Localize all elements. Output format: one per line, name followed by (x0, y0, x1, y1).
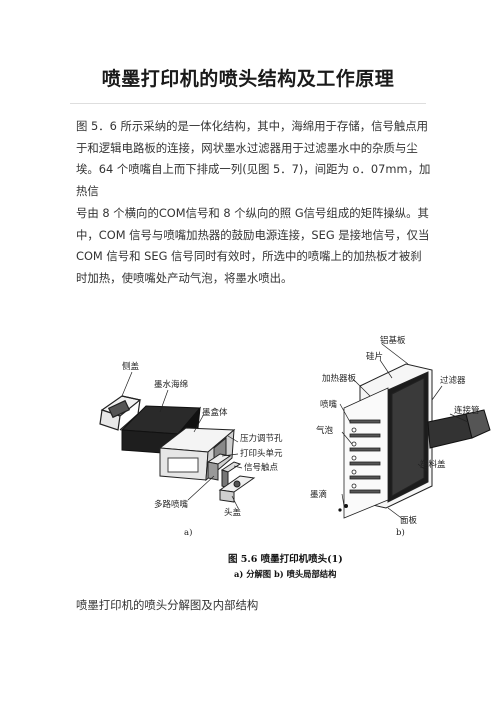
heater-plate-part (343, 387, 389, 519)
label-ink-drop: 墨滴 (310, 490, 328, 500)
label-signal-contact: 信号触点 (244, 463, 279, 473)
figure-drawing (99, 343, 491, 521)
label-head-cover: 头盖 (224, 508, 242, 518)
label-si-chip: 硅片 (366, 352, 384, 362)
leader-lines-b (339, 343, 469, 521)
paragraph-1: 图 5．6 所示采纳的是一体化结构，其中，海绵用于存储，信号触点用于和逻辑电路板… (76, 119, 431, 198)
label-nozzle: 喷嘴 (320, 400, 338, 410)
label-ink-box: 墨盒体 (202, 408, 228, 418)
label-bubble: 气泡 (316, 426, 334, 436)
label-print-head-unit: 打印头单元 (240, 449, 283, 459)
print-head-unit-part (206, 453, 242, 489)
label-heater-plate: 加热器板 (322, 374, 357, 384)
page-title: 喷墨打印机的喷头结构及工作原理 (101, 68, 395, 90)
figure-title: 图 5.6 喷墨打印机喷头(1) (228, 554, 343, 565)
connector-tube-part (427, 409, 491, 449)
label-pressure-hole: 压力调节孔 (240, 434, 283, 444)
label-al-substrate: 铝基板 (380, 336, 406, 346)
label-part-a: a) (184, 528, 193, 538)
body-caption: 喷墨打印机的喷头分解图及内部结构 (76, 598, 259, 612)
title-divider (70, 103, 426, 104)
leader-lines-a (121, 371, 243, 509)
label-side-cover: 侧盖 (122, 362, 140, 372)
figure-print-head: 侧盖 墨水海绵 墨盒体 压力调节孔 打印头单元 信号触点 多路喷嘴 头盖 a) … (88, 330, 496, 585)
label-plastic-cover: 塑料盖 (420, 460, 446, 470)
label-part-b: b) (396, 528, 405, 538)
label-ink-sponge: 墨水海绵 (154, 380, 189, 390)
label-multi-nozzle: 多路喷嘴 (154, 500, 189, 510)
head-cover-part (218, 475, 256, 503)
paragraph-2: 号由 8 个横向的COM信号和 8 个纵向的照 G信号组成的矩阵操纵。其中，CO… (76, 206, 430, 285)
figure-subtitle: a) 分解图 b) 喷头局部结构 (234, 569, 337, 579)
side-cover-part (99, 395, 142, 431)
label-connector: 连接管 (454, 406, 480, 416)
label-face-plate: 面板 (400, 516, 418, 526)
label-filter: 过滤器 (440, 376, 466, 386)
ink-drop-part (338, 504, 348, 512)
